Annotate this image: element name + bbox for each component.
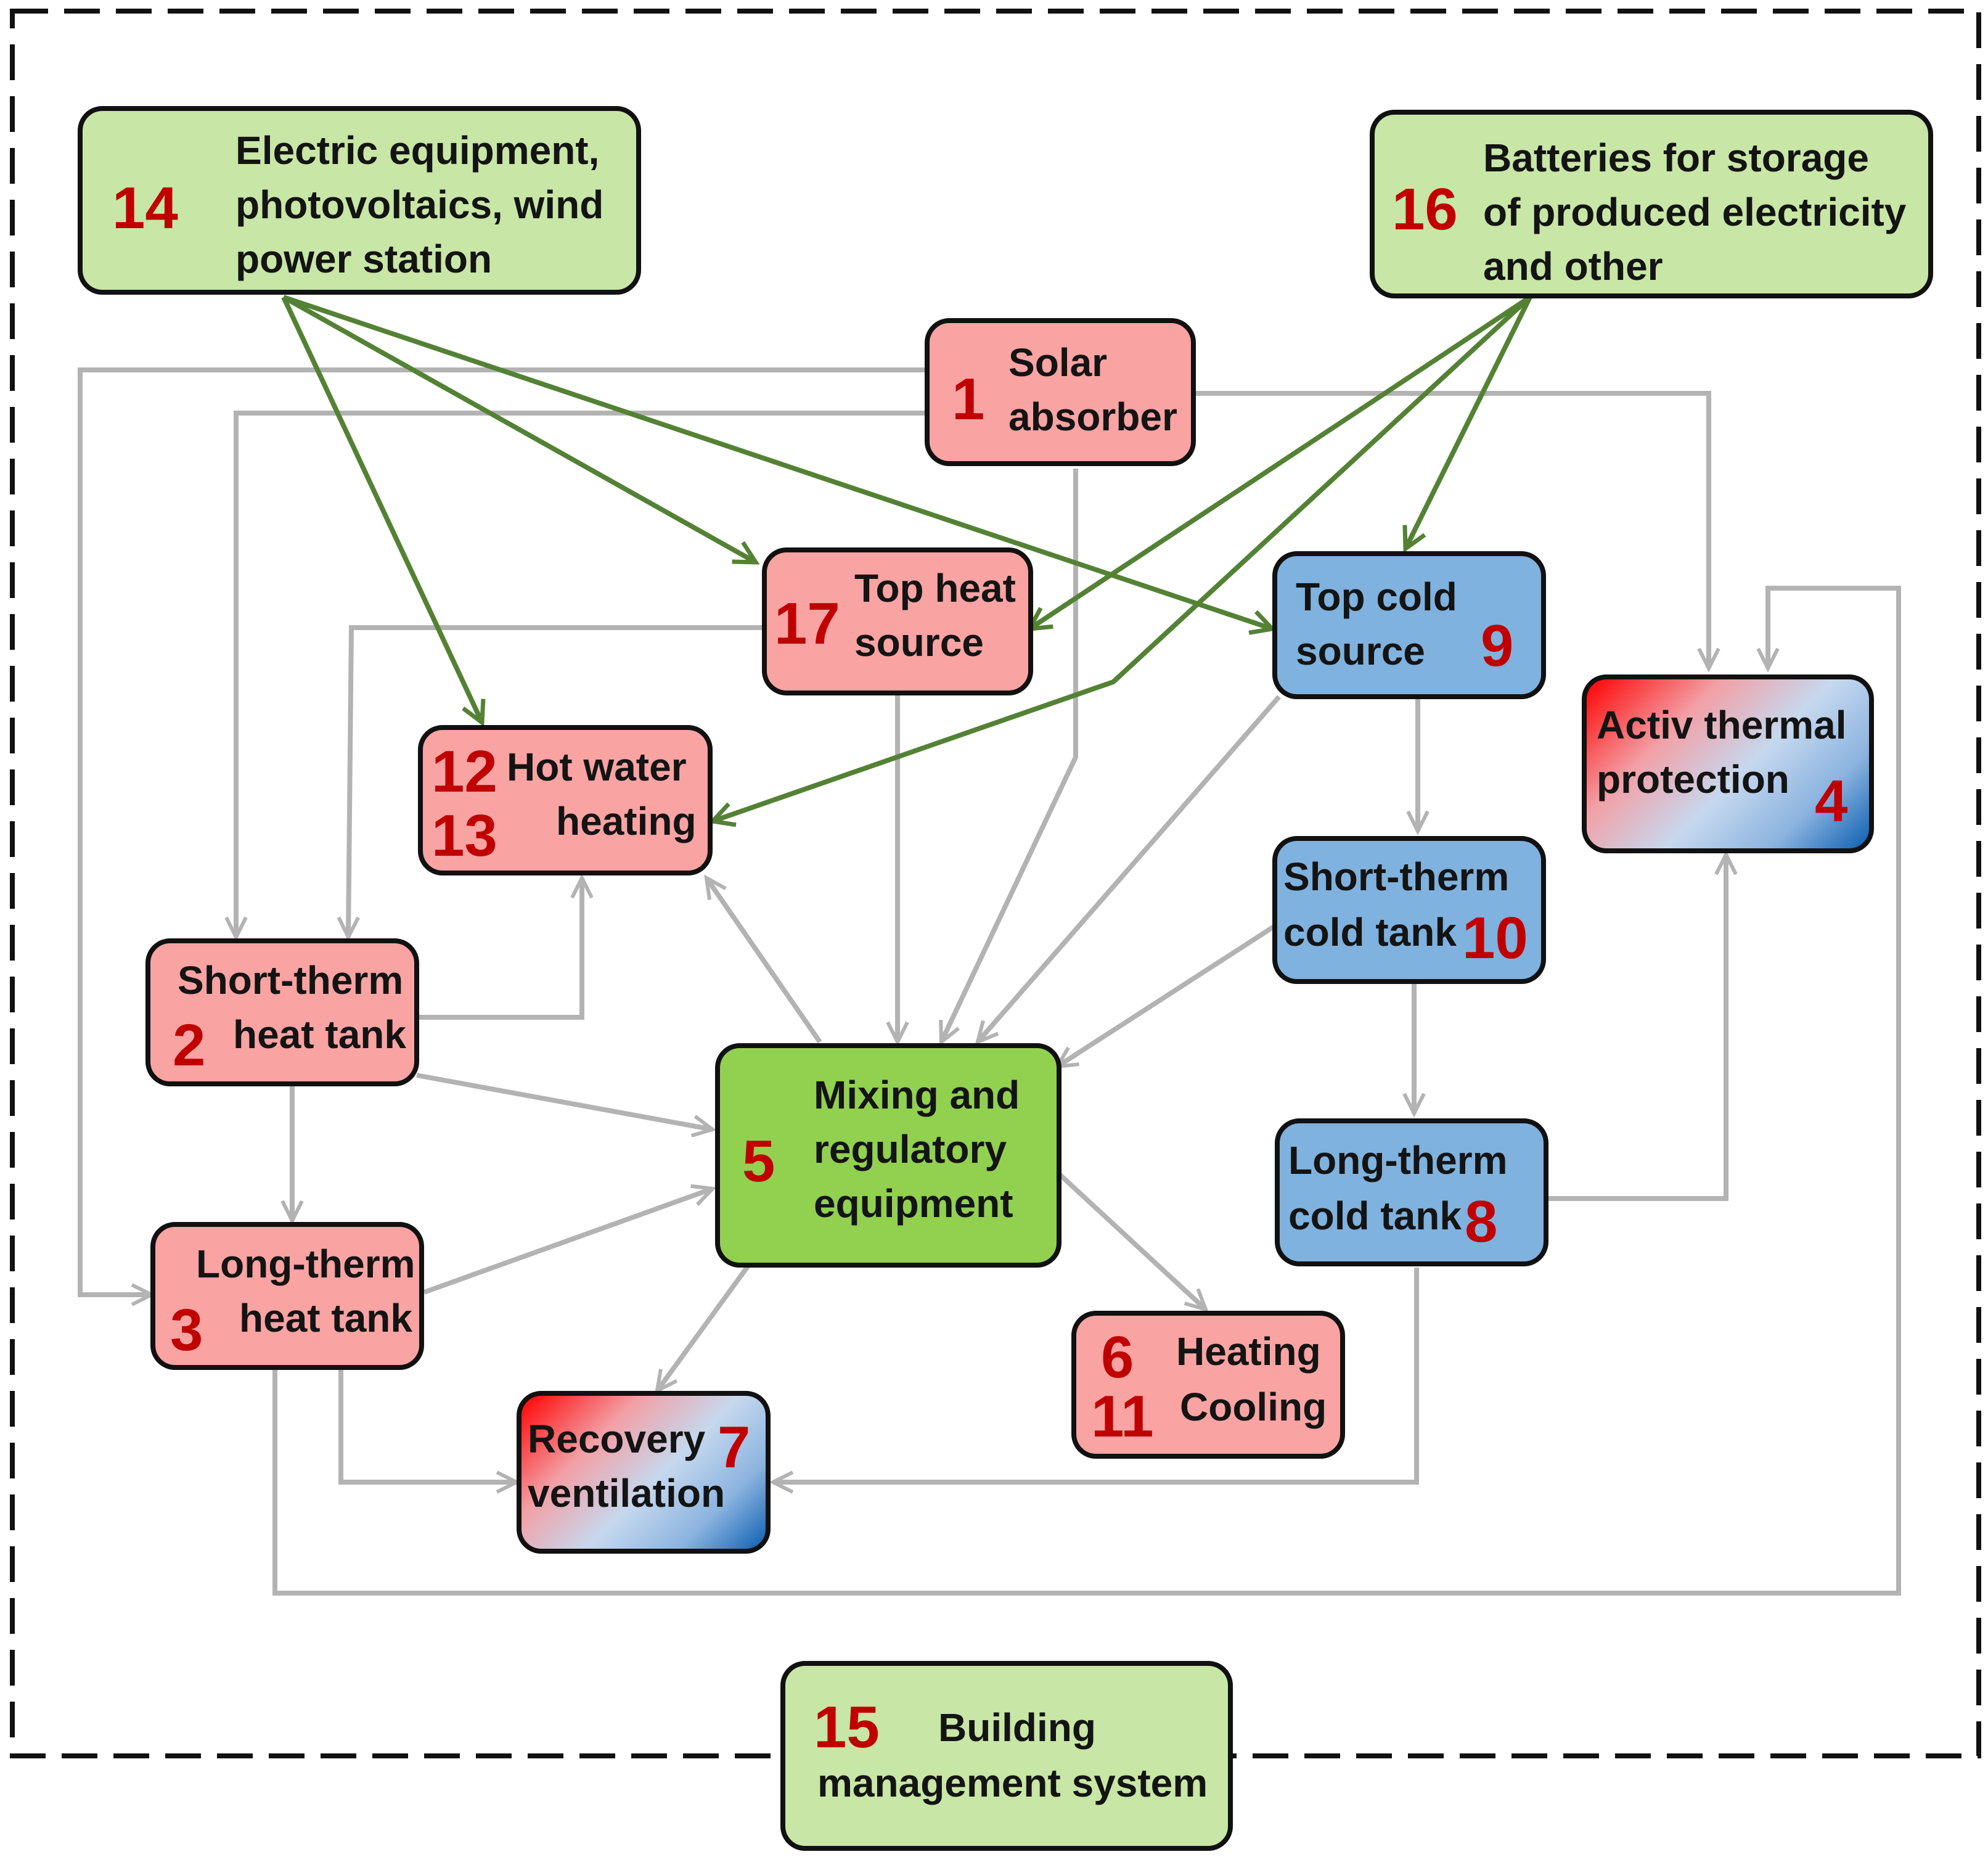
node-label: Hot water: [507, 745, 687, 789]
node-label: cold tank: [1288, 1194, 1462, 1238]
arrow-top-heat-to-short-heat-tank: [337, 625, 762, 941]
arrow-long-heat-tank-to-recovery-ventilation: [338, 1367, 521, 1494]
arrow-electric-to-hot-water: [281, 296, 486, 727]
node-label: management system: [817, 1761, 1208, 1805]
node-recovery-ventilation: Recovery 7 ventilation: [517, 1391, 771, 1554]
node-electric-equipment: 14 Electric equipment, photovoltaics, wi…: [78, 106, 641, 295]
arrow-top-cold-to-mixing: [975, 695, 1282, 1046]
node-label: Long-therm: [1288, 1138, 1508, 1183]
arrow-electric-to-top-heat: [282, 295, 760, 565]
node-top-cold-source: Top cold source 9: [1272, 551, 1546, 699]
node-number: 10: [1462, 905, 1528, 971]
arrow-long-heat-tank-loop-to-thermal-protection: [272, 586, 1901, 1596]
node-long-term-heat-tank: Long-therm 3 heat tank: [150, 1222, 424, 1370]
node-hot-water-heating: 12 13 Hot water heating: [418, 725, 713, 875]
arrow-short-heat-tank-to-hot-water: [417, 874, 594, 1020]
node-solar-absorber: 1 Solar absorber: [925, 318, 1196, 466]
node-label: Top heat source: [854, 566, 1016, 665]
node-number: 14: [112, 175, 178, 241]
arrow-mixing-to-recovery-ventilation: [655, 1262, 752, 1395]
node-label: Short-therm: [178, 958, 404, 1002]
node-number: 7: [718, 1414, 751, 1480]
node-label: cold tank: [1283, 910, 1457, 954]
node-number: 5: [742, 1128, 775, 1194]
arrow-short-heat-tank-to-mixing: [416, 1073, 717, 1138]
arrow-long-cold-tank-to-thermal-protection: [1548, 850, 1738, 1201]
node-top-heat-source: 17 Top heat source: [762, 547, 1033, 695]
node-short-term-cold-tank: Short-therm cold tank 10: [1272, 836, 1546, 984]
arrow-solar-to-short-heat-tank: [224, 411, 925, 941]
node-label: Top cold source: [1296, 575, 1457, 673]
node-label: Building: [938, 1705, 1096, 1750]
node-heating-cooling: 6 11 Heating Cooling: [1071, 1311, 1345, 1459]
arrow-solar-to-thermal-protection: [1196, 391, 1720, 673]
node-label: Mixing and regulatory equipment: [814, 1073, 1020, 1226]
arrow-mixing-to-heating-cooling: [1057, 1172, 1209, 1313]
node-label: Short-therm: [1283, 855, 1510, 899]
node-number: 16: [1392, 176, 1458, 242]
node-number: 4: [1815, 768, 1848, 834]
node-label: Heating: [1176, 1329, 1321, 1374]
node-label: Recovery: [528, 1417, 706, 1461]
node-number: 6: [1101, 1324, 1134, 1390]
node-number: 15: [814, 1694, 880, 1760]
node-label: Cooling: [1180, 1385, 1327, 1429]
node-number: 11: [1091, 1384, 1154, 1449]
arrow-mixing-to-hot-water: [704, 874, 822, 1044]
node-label: ventilation: [528, 1471, 726, 1515]
node-mixing-regulatory-equipment: 5 Mixing and regulatory equipment: [715, 1043, 1061, 1268]
arrow-long-heat-tank-to-mixing: [423, 1184, 717, 1295]
node-label: Activ thermal protection: [1597, 703, 1847, 801]
node-number: 8: [1465, 1189, 1498, 1255]
arrow-batteries-to-top-heat: [1025, 295, 1532, 632]
node-label: heating: [556, 799, 697, 843]
node-label: heat tank: [233, 1012, 406, 1057]
arrow-short-cold-tank-to-mixing: [1053, 924, 1277, 1069]
node-number: 2: [173, 1012, 206, 1078]
node-label: Electric equipment, photovoltaics, wind …: [235, 128, 604, 281]
node-building-management-system: 15 Building management system: [780, 1661, 1233, 1851]
node-number: 1: [952, 366, 985, 432]
arrow-batteries-to-hot-water: [708, 295, 1532, 827]
node-number: 3: [170, 1297, 203, 1363]
arrow-electric-to-top-cold: [282, 295, 1277, 635]
node-number: 12: [432, 739, 497, 805]
node-number: 13: [432, 803, 497, 869]
arrow-long-cold-tank-to-recovery-ventilation: [769, 1268, 1419, 1494]
arrow-batteries-to-top-cold: [1402, 296, 1532, 553]
node-label: Long-therm: [196, 1242, 415, 1286]
node-number: 17: [774, 591, 840, 657]
node-short-term-heat-tank: Short-therm 2 heat tank: [145, 938, 419, 1086]
node-label: Solar absorber: [1008, 340, 1177, 439]
node-label: heat tank: [239, 1296, 412, 1340]
node-number: 9: [1481, 613, 1514, 679]
node-long-term-cold-tank: Long-therm cold tank 8: [1275, 1118, 1548, 1266]
node-batteries: 16 Batteries for storage of produced ele…: [1370, 110, 1933, 298]
node-label: Batteries for storage of produced electr…: [1483, 136, 1907, 289]
node-active-thermal-protection: Activ thermal protection 4: [1582, 674, 1874, 853]
